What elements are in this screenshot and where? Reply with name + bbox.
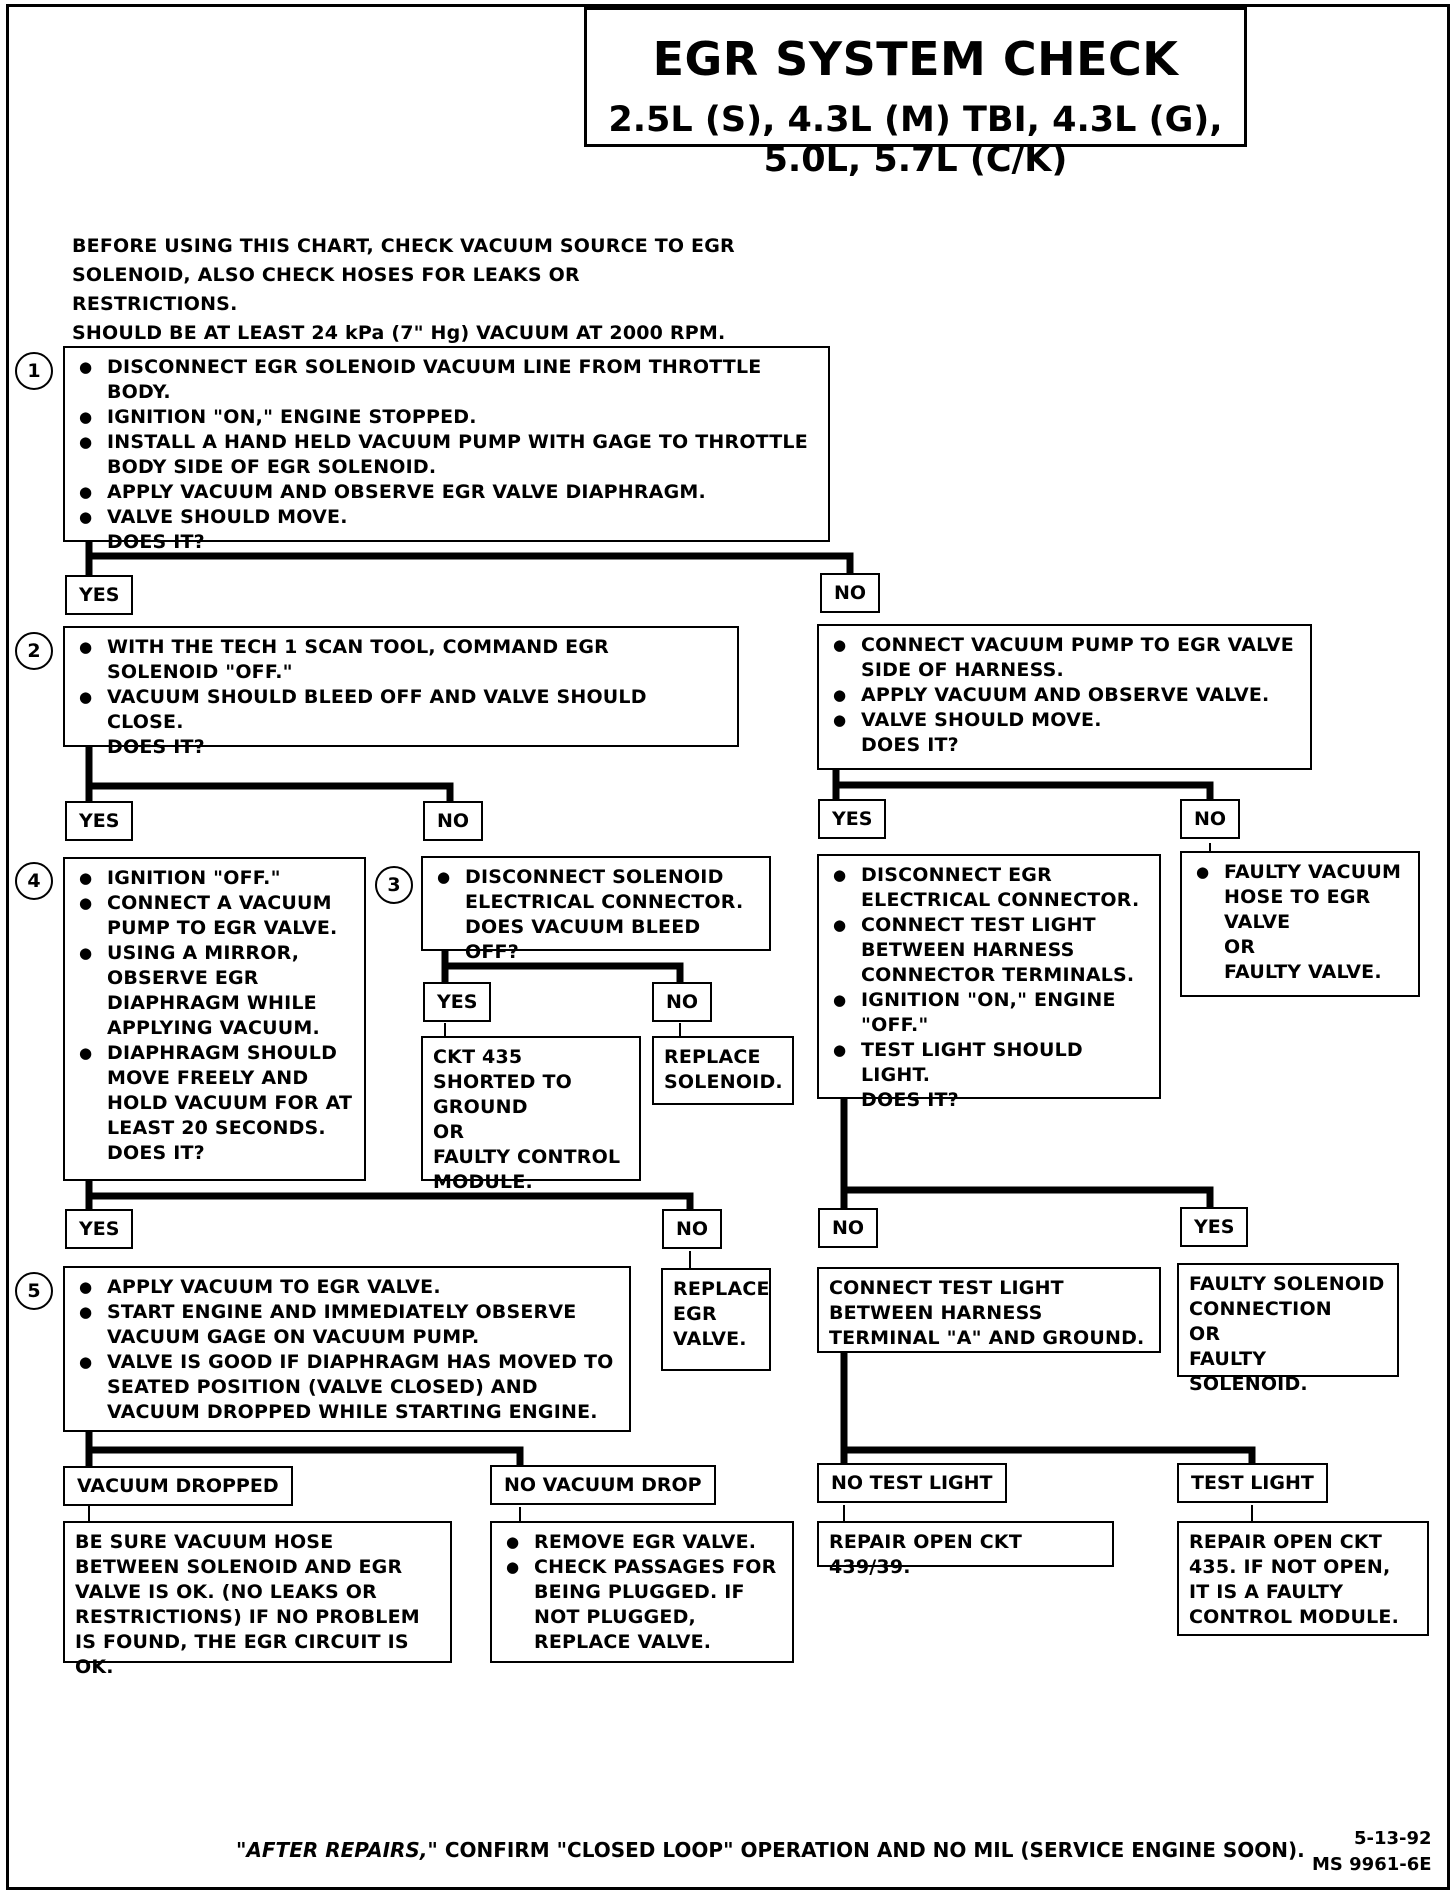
step-4-box: IGNITION "OFF." CONNECT A VACUUM PUMP TO… [63,857,366,1181]
list-item: START ENGINE AND IMMEDIATELY OBSERVE VAC… [75,1300,619,1350]
faulty-vacuum-hose-box: FAULTY VACUUM HOSE TO EGR VALVE OR FAULT… [1180,851,1420,997]
intro-line: SHOULD BE AT LEAST 24 kPa (7" Hg) VACUUM… [72,322,726,344]
connector-4-no [85,1192,694,1216]
connector-ctl-test [840,1446,1256,1470]
label-yes: YES [65,801,134,841]
page-frame [6,4,1450,1890]
list-item: DISCONNECT EGR ELECTRICAL CONNECTOR. [829,863,1149,913]
label-no: NO [423,801,484,841]
list-item: VALVE SHOULD MOVE. [75,505,818,530]
intro-note: BEFORE USING THIS CHART, CHECK VACUUM SO… [72,232,752,348]
list-item: VACUUM SHOULD BLEED OFF AND VALVE SHOULD… [75,685,727,735]
label-yes: YES [65,1209,134,1249]
connector-egr-no [840,1186,1214,1216]
list-item: WITH THE TECH 1 SCAN TOOL, COMMAND EGR S… [75,635,727,685]
step-1-box: DISCONNECT EGR SOLENOID VACUUM LINE FROM… [63,346,830,553]
list-item: APPLY VACUUM AND OBSERVE EGR VALVE DIAPH… [75,480,818,505]
ckt435-shorted-box: CKT 435 SHORTED TO GROUND OR FAULTY CONT… [421,1036,641,1193]
repair-ckt439-box: REPAIR OPEN CKT 439/39. [817,1521,1114,1578]
step-number-1: 1 [15,352,53,390]
footer-note-emphasis: "AFTER REPAIRS," [236,1838,438,1862]
intro-line: SOLENOID, ALSO CHECK HOSES FOR LEAKS OR … [72,264,580,315]
label-vacuum-dropped: VACUUM DROPPED [63,1466,293,1506]
step-number-3: 3 [375,866,413,904]
disconnect-egr-box: DISCONNECT EGR ELECTRICAL CONNECTOR. CON… [817,854,1161,1111]
title-box: EGR SYSTEM CHECK 2.5L (S), 4.3L (M) TBI,… [584,7,1247,180]
list-item: IGNITION "ON," ENGINE STOPPED. [75,405,818,430]
vacuum-hose-ok-box: BE SURE VACUUM HOSE BETWEEN SOLENOID AND… [63,1521,452,1678]
question: DOES IT? [107,1142,205,1164]
label-no: NO [820,573,881,613]
question: DOES IT? [107,736,205,758]
list-item: DIAPHRAGM SHOULD MOVE FREELY AND HOLD VA… [75,1041,354,1141]
label-yes: YES [423,982,492,1022]
label-yes: YES [65,575,134,615]
question: DOES IT? [861,1089,959,1111]
list-item: IGNITION "ON," ENGINE "OFF." [829,988,1149,1038]
list-item: USING A MIRROR, OBSERVE EGR DIAPHRAGM WH… [75,941,354,1041]
footer-code: MS 9961-6E [1312,1854,1432,1875]
list-item: VALVE IS GOOD IF DIAPHRAGM HAS MOVED TO … [75,1350,619,1425]
label-no: NO [1180,799,1241,839]
question: DOES VACUUM BLEED OFF? [465,916,701,963]
step-5-box: APPLY VACUUM TO EGR VALVE. START ENGINE … [63,1266,631,1432]
list-item: INSTALL A HAND HELD VACUUM PUMP WITH GAG… [75,430,818,480]
connector-no1-no [832,781,1214,808]
page-subtitle: 2.5L (S), 4.3L (M) TBI, 4.3L (G), 5.0L, … [608,100,1223,180]
label-yes: YES [1180,1207,1249,1247]
connector-1-no [85,552,854,582]
footer-date: 5-13-92 [1353,1828,1432,1849]
connect-test-light-box: CONNECT TEST LIGHT BETWEEN HARNESS TERMI… [817,1267,1161,1353]
replace-egr-valve-box: REPLACE EGR VALVE. [661,1268,771,1371]
label-no-test-light: NO TEST LIGHT [817,1463,1007,1503]
list-item: REMOVE EGR VALVE. [502,1530,782,1555]
list-item: DISCONNECT EGR SOLENOID VACUUM LINE FROM… [75,355,818,405]
footer-reference: 5-13-92 MS 9961-6E [1312,1826,1432,1878]
step-number-4: 4 [15,862,53,900]
question: DOES IT? [861,734,959,756]
list-item: DISCONNECT SOLENOID ELECTRICAL CONNECTOR… [433,865,759,915]
label-no: NO [662,1209,723,1249]
question: DOES IT? [107,531,205,553]
label-test-light: TEST LIGHT [1177,1463,1328,1503]
connector-5-nodrop [85,1446,524,1472]
replace-solenoid-box: REPLACE SOLENOID. [652,1036,794,1105]
footer-note: "AFTER REPAIRS," CONFIRM "CLOSED LOOP" O… [236,1838,1305,1862]
vacuum-pump-harness-box: CONNECT VACUUM PUMP TO EGR VALVE SIDE OF… [817,624,1312,770]
label-no: NO [652,982,713,1022]
intro-line: BEFORE USING THIS CHART, CHECK VACUUM SO… [72,235,735,257]
list-item: TEST LIGHT SHOULD LIGHT. [829,1038,1149,1088]
label-no-vacuum-drop: NO VACUUM DROP [490,1465,716,1505]
list-item: CHECK PASSAGES FOR BEING PLUGGED. IF NOT… [502,1555,782,1655]
step-2-box: WITH THE TECH 1 SCAN TOOL, COMMAND EGR S… [63,626,739,758]
remove-egr-valve-box: REMOVE EGR VALVE. CHECK PASSAGES FOR BEI… [490,1521,794,1663]
step-number-5: 5 [15,1272,53,1310]
list-item: CONNECT A VACUUM PUMP TO EGR VALVE. [75,891,354,941]
list-item: IGNITION "OFF." [75,866,354,891]
list-item: FAULTY VACUUM HOSE TO EGR VALVE OR FAULT… [1192,860,1408,985]
footer-note-text: CONFIRM "CLOSED LOOP" OPERATION AND NO M… [437,1838,1305,1862]
page-title: EGR SYSTEM CHECK [652,32,1179,86]
list-item: APPLY VACUUM AND OBSERVE VALVE. [829,683,1300,708]
repair-ckt435-box: REPAIR OPEN CKT 435. IF NOT OPEN, IT IS … [1177,1521,1429,1636]
list-item: APPLY VACUUM TO EGR VALVE. [75,1275,619,1300]
list-item: CONNECT VACUUM PUMP TO EGR VALVE SIDE OF… [829,633,1300,683]
label-no: NO [818,1208,879,1248]
step-3-box: DISCONNECT SOLENOID ELECTRICAL CONNECTOR… [421,856,771,963]
list-item: VALVE SHOULD MOVE. [829,708,1300,733]
connector-2-no [85,782,454,810]
list-item: CONNECT TEST LIGHT BETWEEN HARNESS CONNE… [829,913,1149,988]
step-number-2: 2 [15,632,53,670]
connector-3-no [441,962,684,991]
faulty-solenoid-box: FAULTY SOLENOID CONNECTION OR FAULTY SOL… [1177,1263,1399,1395]
label-yes: YES [818,799,887,839]
